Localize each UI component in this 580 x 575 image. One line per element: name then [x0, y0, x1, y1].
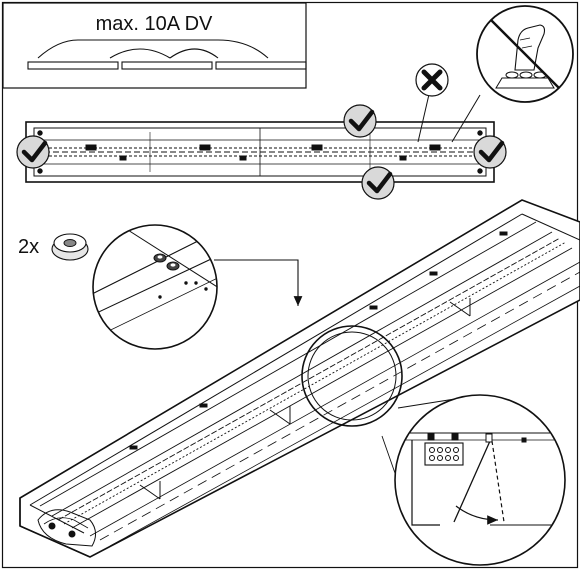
no-touch-hand-icon [476, 5, 574, 103]
washer-callout: 2x [18, 233, 89, 261]
checkmark-icon [16, 135, 50, 169]
detail-end-section [381, 394, 566, 566]
magnifier-ring [301, 325, 403, 427]
grommet-washer-icon [51, 233, 89, 261]
checkmark-icon [361, 166, 395, 200]
load-distribution-sketch [27, 39, 307, 70]
washer-icon [153, 253, 180, 271]
checkmark-icon [473, 135, 507, 169]
load-rating-label: max. 10A DV [96, 13, 213, 35]
load-rating-box: max. 10A DV [2, 2, 307, 89]
x-mark-icon [415, 63, 449, 97]
washer-quantity: 2x [18, 236, 39, 258]
leader-arrow [214, 259, 303, 306]
checkmark-icon [343, 104, 377, 138]
fixture-top-view [25, 89, 495, 183]
detail-washer-placement [92, 224, 218, 350]
